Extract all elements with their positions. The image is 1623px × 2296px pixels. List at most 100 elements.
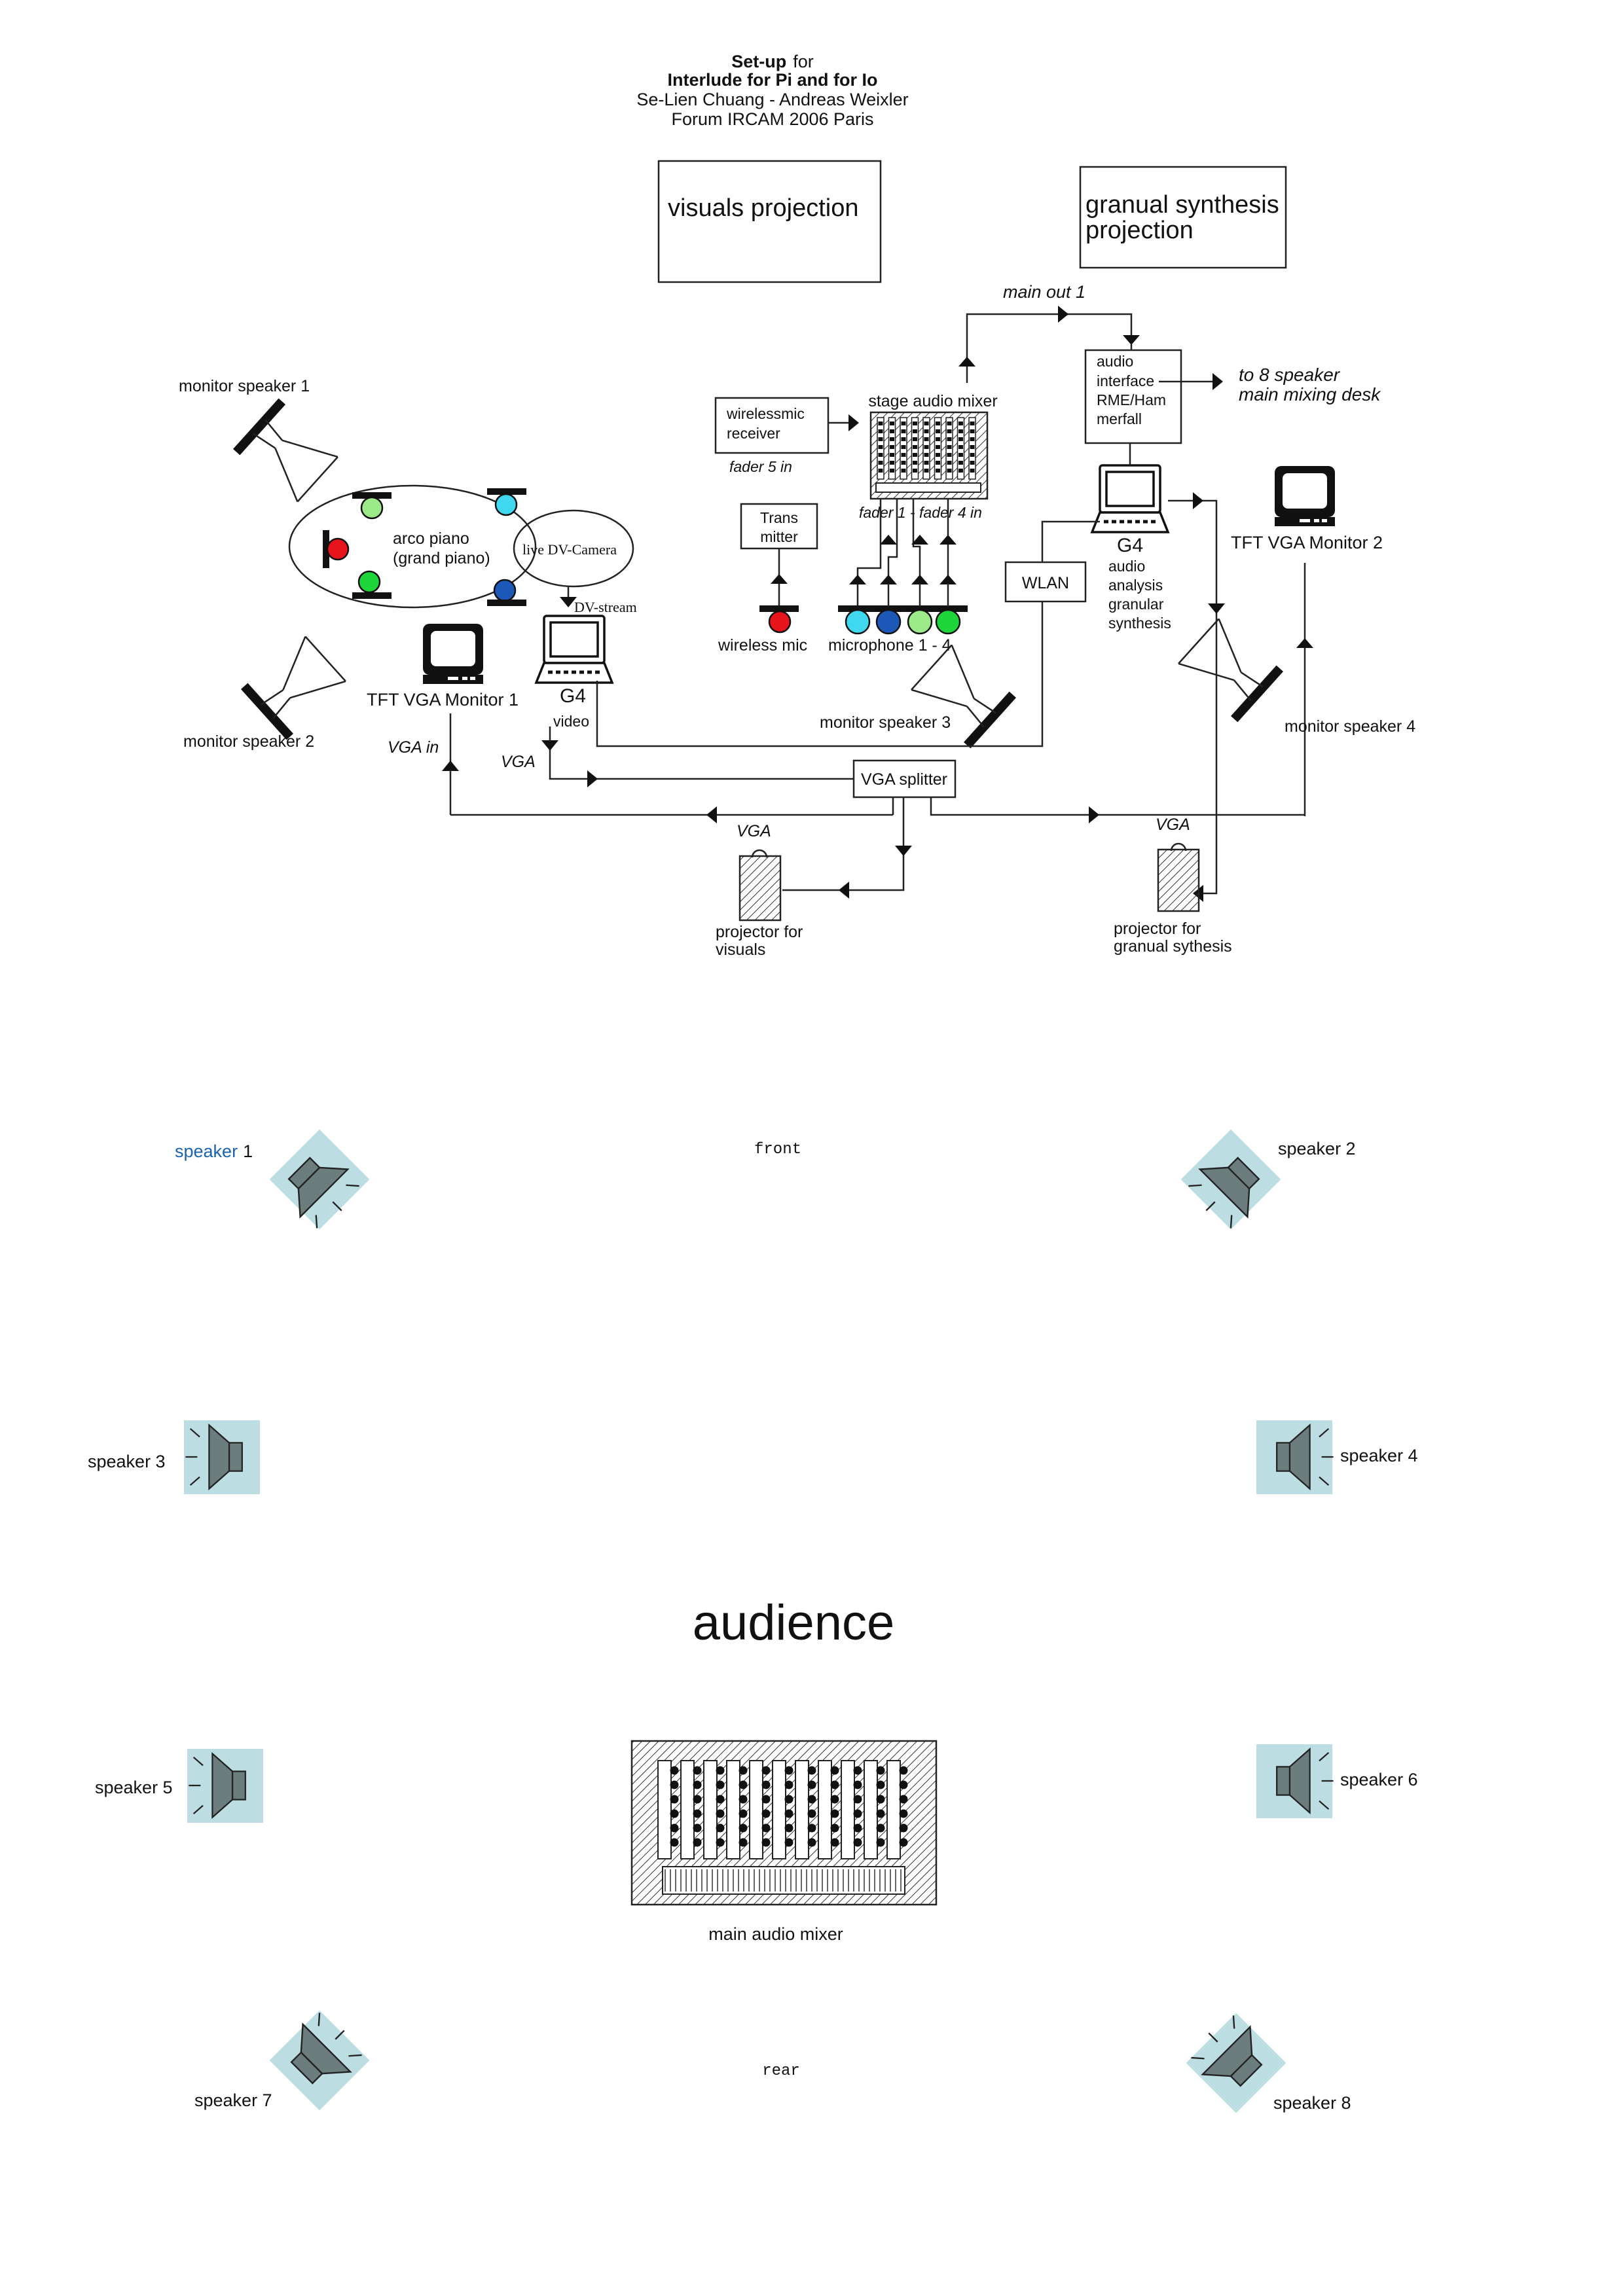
channel-strip (657, 1760, 672, 1859)
knob-icon (936, 437, 940, 441)
arrow-down-icon (1208, 603, 1225, 614)
channel-strip (703, 1760, 718, 1859)
g4-video-desc: video (553, 713, 589, 730)
knob-icon (739, 1823, 748, 1833)
knob-icon (784, 1795, 793, 1804)
knob-icon (761, 1766, 771, 1775)
vga-splitter-label: VGA splitter (861, 770, 947, 789)
channel-strip (749, 1760, 763, 1859)
knob-icon (693, 1838, 702, 1847)
knob-icon (739, 1795, 748, 1804)
wlan-box (1004, 561, 1087, 603)
piano-label-1: arco piano (393, 529, 469, 548)
vga-projector-visuals-label: VGA (737, 822, 771, 840)
wireless-mic-icon (768, 610, 792, 634)
knob-icon (807, 1823, 816, 1833)
audio-interface-label-2: interface (1097, 372, 1154, 389)
arrow-down-icon (1123, 335, 1140, 345)
channel-strip (772, 1760, 786, 1859)
audio-interface-label-1: audio (1097, 353, 1133, 370)
knob-icon (670, 1809, 679, 1818)
arrow-up-icon (849, 575, 866, 584)
arrow-up-icon (880, 575, 897, 584)
channel-strip (795, 1760, 809, 1859)
arrow-right-icon (848, 414, 859, 431)
knob-icon (936, 453, 940, 457)
speaker-3-label: speaker 3 (88, 1452, 166, 1471)
piano-label-2: (grand piano) (393, 549, 490, 567)
knob-icon (853, 1809, 862, 1818)
to-speakers-label-2: main mixing desk (1239, 384, 1381, 404)
arrow-down-icon (895, 846, 912, 856)
knob-icon (784, 1809, 793, 1818)
knob-icon (670, 1823, 679, 1833)
knob-icon (970, 461, 975, 465)
live-camera-area (513, 509, 634, 588)
projector-visuals (739, 855, 782, 922)
channel-strip (680, 1760, 695, 1859)
transmitter-label-2: mitter (760, 528, 798, 545)
knob-icon (853, 1795, 862, 1804)
knob-icon (830, 1766, 839, 1775)
knob-icon (784, 1838, 793, 1847)
knob-icon (807, 1780, 816, 1789)
knob-icon (947, 437, 952, 441)
channel-strip (841, 1760, 855, 1859)
knob-icon (807, 1795, 816, 1804)
arrow-up-icon (1296, 638, 1313, 648)
rear-label: rear (762, 2062, 800, 2080)
arrow-right-icon (1058, 306, 1068, 323)
knob-icon (924, 453, 929, 457)
knob-icon (876, 1780, 885, 1789)
knob-icon (853, 1766, 862, 1775)
speaker-4: speaker 4 (1256, 1420, 1418, 1494)
knob-icon (670, 1838, 679, 1847)
arrow-right-icon (1213, 373, 1223, 390)
knob-icon (913, 469, 917, 473)
knob-icon (830, 1809, 839, 1818)
arrow-right-icon (587, 770, 598, 787)
g4-audio-name: G4 (1117, 535, 1143, 556)
knob-icon (936, 445, 940, 449)
knob-icon (936, 461, 940, 465)
knob-icon (876, 1838, 885, 1847)
knob-icon (924, 437, 929, 441)
speaker-8-label: speaker 8 (1273, 2093, 1351, 2113)
knob-icon (924, 429, 929, 433)
knob-icon (876, 1809, 885, 1818)
knob-icon (878, 469, 883, 473)
arrow-right-icon (1193, 492, 1203, 509)
knob-icon (716, 1780, 725, 1789)
knob-icon (901, 445, 906, 449)
vga-right-line (930, 797, 1305, 816)
granular-projection-label-1: granual synthesis (1085, 191, 1279, 219)
vga-projector-granular-label: VGA (1156, 816, 1190, 834)
knob-icon (947, 461, 952, 465)
to-speakers-label-1: to 8 speaker (1239, 365, 1341, 385)
g4-audio-desc-2: analysis (1108, 577, 1163, 594)
fader14-label: fader 1 - fader 4 in (859, 504, 982, 521)
knob-icon (924, 445, 929, 449)
knob-icon (716, 1809, 725, 1818)
knob-icon (739, 1838, 748, 1847)
knob-icon (761, 1838, 771, 1847)
microphone-1-icon (845, 609, 871, 635)
piece-title: Interlude for Pi and for Io (667, 70, 877, 90)
speaker-2: speaker 2 (1180, 1129, 1356, 1236)
knob-icon (693, 1780, 702, 1789)
g4-audio-desc-4: synthesis (1108, 615, 1171, 632)
knob-icon (830, 1838, 839, 1847)
knob-icon (761, 1780, 771, 1789)
mic-bar (838, 605, 968, 612)
projector-granular (1157, 848, 1200, 912)
knob-icon (890, 461, 894, 465)
knob-icon (670, 1795, 679, 1804)
knob-icon (761, 1809, 771, 1818)
monitor-speaker-4-icon (1175, 615, 1285, 723)
wireless-mic-label: wireless mic (718, 636, 807, 655)
knob-icon (739, 1766, 748, 1775)
knob-icon (878, 461, 883, 465)
tv-icon (1275, 466, 1335, 526)
main-out-line (966, 313, 1133, 383)
